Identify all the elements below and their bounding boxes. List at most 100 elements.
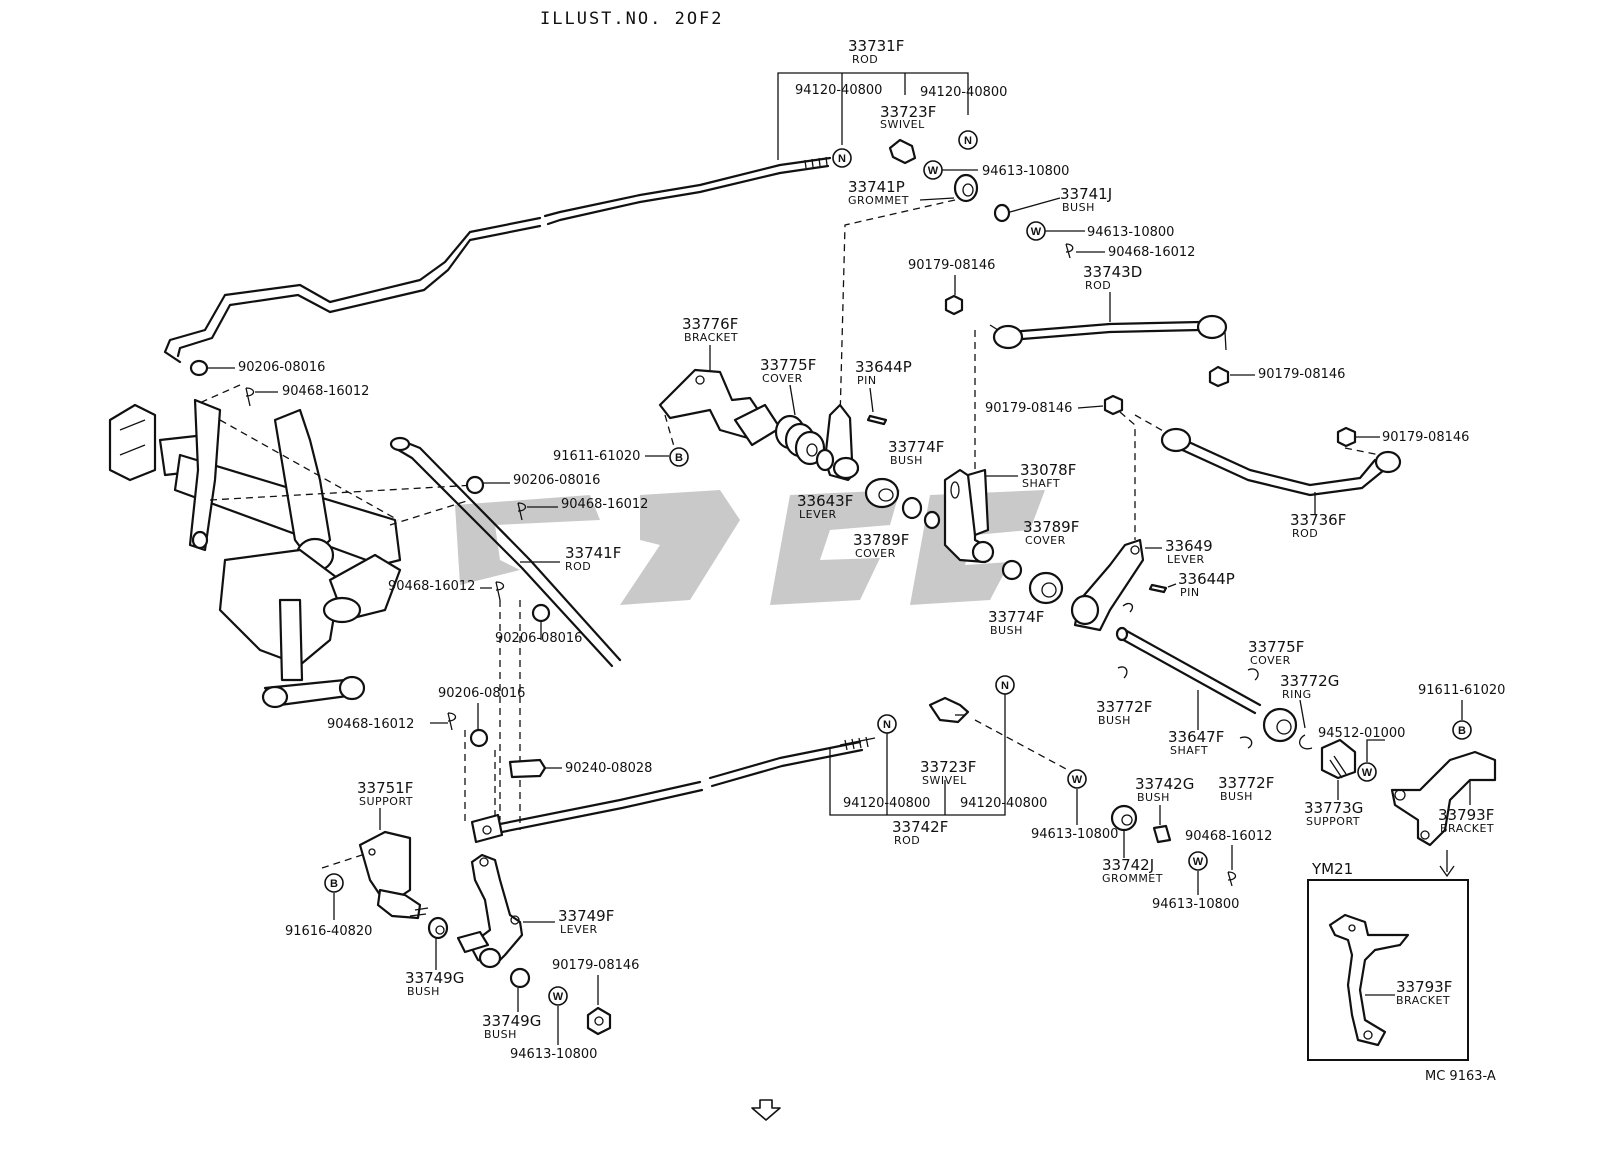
label-33736f-name: ROD: [1292, 527, 1318, 540]
support-33751f-part: [358, 830, 412, 902]
label-94120-40800-c: 94120-40800: [843, 796, 930, 811]
bolt-symbol-icon: B: [669, 447, 689, 467]
pin-part: [1148, 583, 1168, 594]
svg-text:W: W: [553, 991, 564, 1003]
svg-text:N: N: [964, 135, 972, 147]
label-90206-08016-b: 90206-08016: [513, 473, 600, 488]
label-90179-08146-b: 90179-08146: [1258, 367, 1345, 382]
label-33772f-a-name: BUSH: [1098, 714, 1131, 727]
label-90179-08146-c: 90179-08146: [985, 401, 1072, 416]
rod-33743d-drawing: [1008, 320, 1202, 334]
label-33742j: 33742J: [1102, 856, 1154, 874]
label-94613-10800-b: 94613-10800: [1087, 225, 1174, 240]
label-33647f: 33647F: [1168, 728, 1224, 746]
label-33775f-b-name: COVER: [1250, 654, 1291, 667]
grommet-part: [953, 173, 979, 203]
label-33643f-name: LEVER: [799, 508, 837, 521]
svg-text:N: N: [838, 153, 846, 165]
leader-33742f: [829, 694, 1006, 816]
label-33736f: 33736F: [1290, 511, 1346, 529]
washer-symbol-icon: W: [1188, 851, 1208, 871]
svg-text:W: W: [1072, 774, 1083, 786]
label-33741j-name: BUSH: [1062, 201, 1095, 214]
label-33743d: 33743D: [1083, 263, 1142, 281]
label-33743d-name: ROD: [1085, 279, 1111, 292]
inset-ym21: [1307, 879, 1469, 1061]
label-33775f-b: 33775F: [1248, 638, 1304, 656]
label-33649: 33649: [1165, 537, 1213, 555]
leader-33731f: [777, 72, 969, 160]
label-33751f-name: SUPPORT: [359, 795, 413, 808]
label-33741p: 33741P: [848, 178, 905, 196]
label-33775f-a-name: COVER: [762, 372, 803, 385]
label-33742f: 33742F: [892, 818, 948, 836]
next-page-arrow-icon[interactable]: [751, 1099, 781, 1121]
pin-part: [866, 414, 888, 426]
label-33772f-b: 33772F: [1218, 774, 1274, 792]
label-94613-10800-c: 94613-10800: [1031, 827, 1118, 842]
washer-symbol-icon: W: [1357, 762, 1377, 782]
label-33789f-b-name: COVER: [1025, 534, 1066, 547]
bush-part: [901, 496, 923, 520]
bush-part: [427, 916, 449, 940]
washer-part: [531, 603, 551, 623]
watermark-logo: [455, 490, 1045, 605]
svg-text:W: W: [1031, 226, 1042, 238]
washer-symbol-icon: W: [923, 160, 943, 180]
label-33078f: 33078F: [1020, 461, 1076, 479]
washer-symbol-icon: W: [548, 986, 568, 1006]
label-33774f-b-name: BUSH: [990, 624, 1023, 637]
rod-33741f-drawing: [389, 436, 622, 668]
label-33749g-b: 33749G: [482, 1012, 541, 1030]
svg-text:W: W: [928, 165, 939, 177]
washer-part: [465, 475, 485, 495]
bush-part: [993, 203, 1011, 223]
label-33078f-name: SHAFT: [1022, 477, 1060, 490]
label-94120-40800-a: 94120-40800: [795, 83, 882, 98]
label-33741f-name: ROD: [565, 560, 591, 573]
label-94613-10800-e: 94613-10800: [510, 1047, 597, 1062]
nut-symbol-icon: N: [958, 130, 978, 150]
label-33793f-b: 33793F: [1396, 978, 1452, 996]
washer-symbol-icon: W: [1026, 221, 1046, 241]
label-33643f: 33643F: [797, 492, 853, 510]
label-33723f-top: 33723F: [880, 103, 936, 121]
label-33774f-b: 33774F: [988, 608, 1044, 626]
label-90206-08016-c: 90206-08016: [495, 631, 582, 646]
label-33644p-a: 33644P: [855, 358, 912, 376]
label-90240-08028: 90240-08028: [565, 761, 652, 776]
svg-text:N: N: [883, 719, 891, 731]
transmission-assembly-drawing: [108, 384, 476, 709]
washer-part: [469, 728, 489, 748]
bush-part: [1001, 559, 1023, 581]
label-33775f-a: 33775F: [760, 356, 816, 374]
label-33749f-name: LEVER: [560, 923, 598, 936]
rod-33731f-drawing: [163, 156, 832, 364]
label-33793f-a-name: BRACKET: [1440, 822, 1494, 835]
label-94120-40800-b: 94120-40800: [920, 85, 1007, 100]
label-90206-08016-d: 90206-08016: [438, 686, 525, 701]
swivel-part: [928, 696, 970, 724]
label-33789f-a: 33789F: [853, 531, 909, 549]
label-90179-08146-d: 90179-08146: [1382, 430, 1469, 445]
nut-symbol-icon: N: [995, 675, 1015, 695]
label-33723f-bottom: 33723F: [920, 758, 976, 776]
label-33647f-name: SHAFT: [1170, 744, 1208, 757]
nut-part: [1336, 426, 1357, 448]
label-33772g-name: RING: [1282, 688, 1312, 701]
label-33772g: 33772G: [1280, 672, 1339, 690]
label-33749g-a: 33749G: [405, 969, 464, 987]
nut-symbol-icon: N: [832, 148, 852, 168]
label-94512-01000: 94512-01000: [1318, 726, 1405, 741]
nut-part: [1103, 394, 1124, 416]
svg-text:W: W: [1193, 856, 1204, 868]
label-33742g-name: BUSH: [1137, 791, 1170, 804]
arrow-down-icon: [1439, 850, 1455, 878]
svg-text:B: B: [330, 878, 338, 890]
bolt-symbol-icon: B: [1452, 720, 1472, 740]
washer-part: [189, 359, 209, 377]
label-90179-08146-e: 90179-08146: [552, 958, 639, 973]
label-90468-16012-c: 90468-16012: [561, 497, 648, 512]
bush-part: [509, 967, 531, 989]
label-33741j: 33741J: [1060, 185, 1112, 203]
